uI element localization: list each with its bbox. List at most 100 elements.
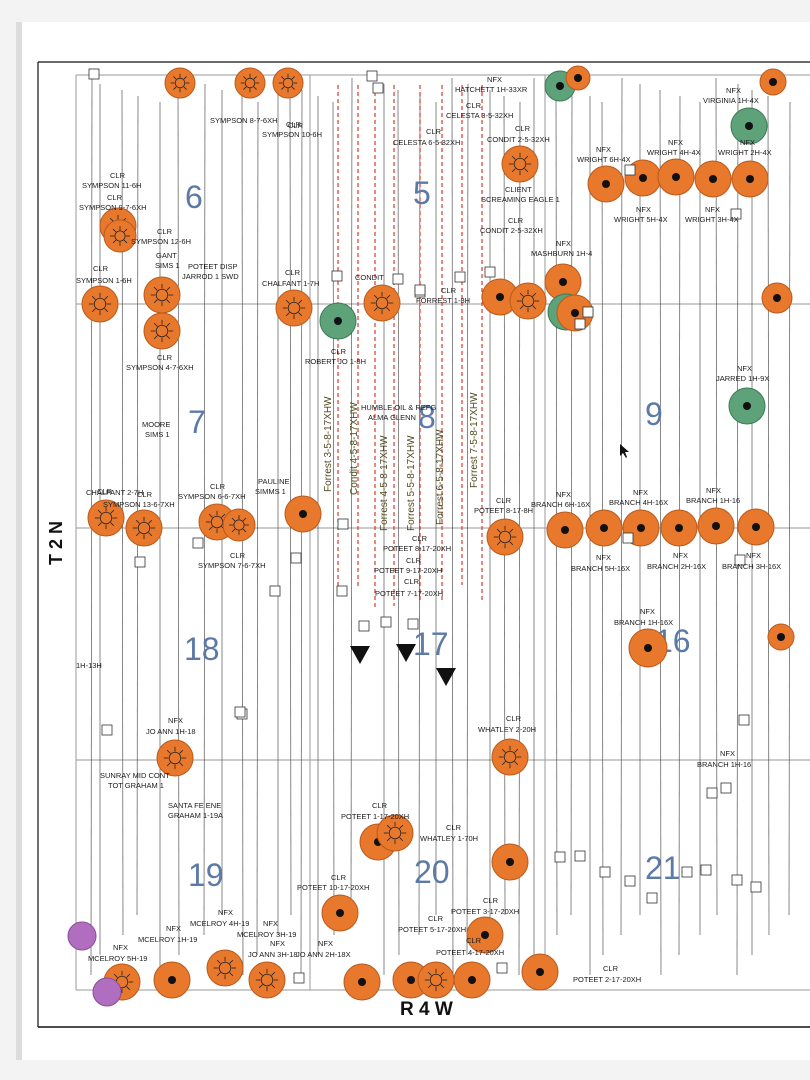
well-square-icon	[484, 266, 496, 278]
well-square-icon	[192, 537, 204, 549]
wellbore-line	[332, 101, 335, 936]
well-square-icon	[88, 68, 100, 80]
wellbore-line	[256, 101, 259, 956]
well-dot-icon	[284, 495, 322, 533]
well-label: JO ANN 1H-18	[146, 727, 196, 736]
well-label: JARROD 1 SWD	[182, 272, 239, 281]
well-square-icon	[706, 787, 718, 799]
well-label: NFX	[487, 75, 502, 84]
well-label: CLR	[603, 964, 619, 973]
wellbore-line	[300, 89, 303, 976]
well-label: ROBERT JO 1-8H	[305, 357, 366, 366]
well-dot-icon	[694, 160, 732, 198]
well-label: SYMPSON 4-7-6XH	[126, 363, 194, 372]
well-label: BRANCH 5H-16X	[571, 564, 630, 573]
well-label: SYMPSON 12-6H	[131, 237, 191, 246]
wellbore-line	[555, 83, 558, 936]
section-number: 17	[413, 626, 449, 662]
well-dot-icon	[565, 65, 591, 91]
well-label: CLR	[496, 496, 512, 505]
well-square-icon	[414, 284, 426, 296]
well-label: SIMMS 1	[255, 487, 286, 496]
well-label: CONDIT 2-5-32XH	[487, 135, 550, 144]
well-label: SYMPSON 9-7-6XH	[79, 203, 147, 212]
well-label: CLR	[331, 347, 347, 356]
well-label: NFX	[168, 716, 183, 725]
well-label: VIRGINIA 1H-4X	[703, 96, 759, 105]
map-frame	[37, 61, 810, 1028]
well-label: CLR	[157, 353, 173, 362]
well-label: CLR	[446, 823, 462, 832]
well-label: CHALFANT 1-7H	[262, 279, 319, 288]
well-label: CLR	[483, 896, 499, 905]
well-label: CLR	[288, 121, 304, 130]
well-square-icon	[734, 554, 746, 566]
cursor-icon	[620, 444, 629, 458]
well-dot-icon	[759, 68, 787, 96]
section-number: 21	[645, 850, 681, 886]
well-square-icon	[407, 618, 419, 630]
well-label: CELESTA 3-5-32XH	[446, 111, 513, 120]
well-label: NFX	[218, 908, 233, 917]
well-dot-icon	[453, 961, 491, 999]
well-label: NFX	[263, 919, 278, 928]
well-square-icon	[380, 616, 392, 628]
well-label: PAULINE	[258, 477, 290, 486]
well-square-icon	[366, 70, 378, 82]
well-label: GANT	[156, 251, 177, 260]
well-label: NFX	[720, 749, 735, 758]
well-label: POTEET 2-17-20XH	[573, 975, 641, 984]
well-label: CLR	[428, 914, 444, 923]
section-number: 18	[184, 631, 220, 667]
well-square-icon	[574, 318, 586, 330]
wellbore-line	[177, 77, 180, 956]
wellbore-line	[736, 83, 739, 976]
well-label: CLR	[404, 577, 420, 586]
well-label: POTEET DISP	[188, 262, 237, 271]
well-square-icon	[622, 532, 634, 544]
arrow-down-icon	[396, 644, 416, 662]
well-label: WRIGHT 3H-4X	[685, 215, 739, 224]
lateral-label: Condit 4-5-8-17XHW	[349, 402, 360, 495]
section-number: 20	[414, 854, 450, 890]
well-label: WHATLEY 2-20H	[478, 725, 536, 734]
well-square-icon	[336, 585, 348, 597]
well-square-icon	[574, 850, 586, 862]
well-label: TOT GRAHAM 1	[108, 781, 164, 790]
well-square-icon	[331, 270, 343, 282]
well-sun-icon	[143, 312, 181, 350]
well-label: MOORE	[142, 420, 170, 429]
well-dot-icon	[731, 160, 769, 198]
square-well-symbols	[88, 68, 762, 984]
well-sun-icon	[164, 67, 196, 99]
well-label: CLR	[466, 101, 482, 110]
arrow-markers	[350, 444, 629, 686]
range-label: R 4 W	[400, 999, 453, 1020]
well-sun-icon	[87, 499, 125, 537]
well-dot-icon	[660, 509, 698, 547]
section-numbers: 6 5 7 8 9 18 17 16 19 20 21	[184, 175, 691, 893]
well-sun-icon	[81, 285, 119, 323]
wellbore-line	[788, 101, 791, 916]
well-label: CHALFANT 2-7H	[86, 488, 143, 497]
well-sun-icon	[376, 814, 414, 852]
well-dot-icon	[585, 509, 623, 547]
well-label: CLR	[285, 268, 301, 277]
well-dot-icon	[697, 507, 735, 545]
well-label: NFX	[318, 939, 333, 948]
well-label: SANTA FE ENE	[168, 801, 221, 810]
well-label: NFX	[726, 86, 741, 95]
well-square-icon	[234, 706, 246, 718]
well-dot-icon	[319, 302, 357, 340]
well-label: CLR	[286, 120, 302, 129]
wellbore-line	[715, 77, 718, 916]
wellbore-line	[570, 89, 573, 916]
well-label: CLR	[426, 127, 442, 136]
well-dot-icon	[466, 916, 504, 954]
well-label: CLR	[331, 873, 347, 882]
well-dot-icon	[737, 508, 775, 546]
lateral-label: Forrest 7-5-8-17XHW	[469, 392, 480, 488]
well-dot-icon	[521, 953, 559, 991]
well-label: SYMPSON 8-7-6XH	[210, 116, 278, 125]
well-square-icon	[337, 518, 349, 530]
